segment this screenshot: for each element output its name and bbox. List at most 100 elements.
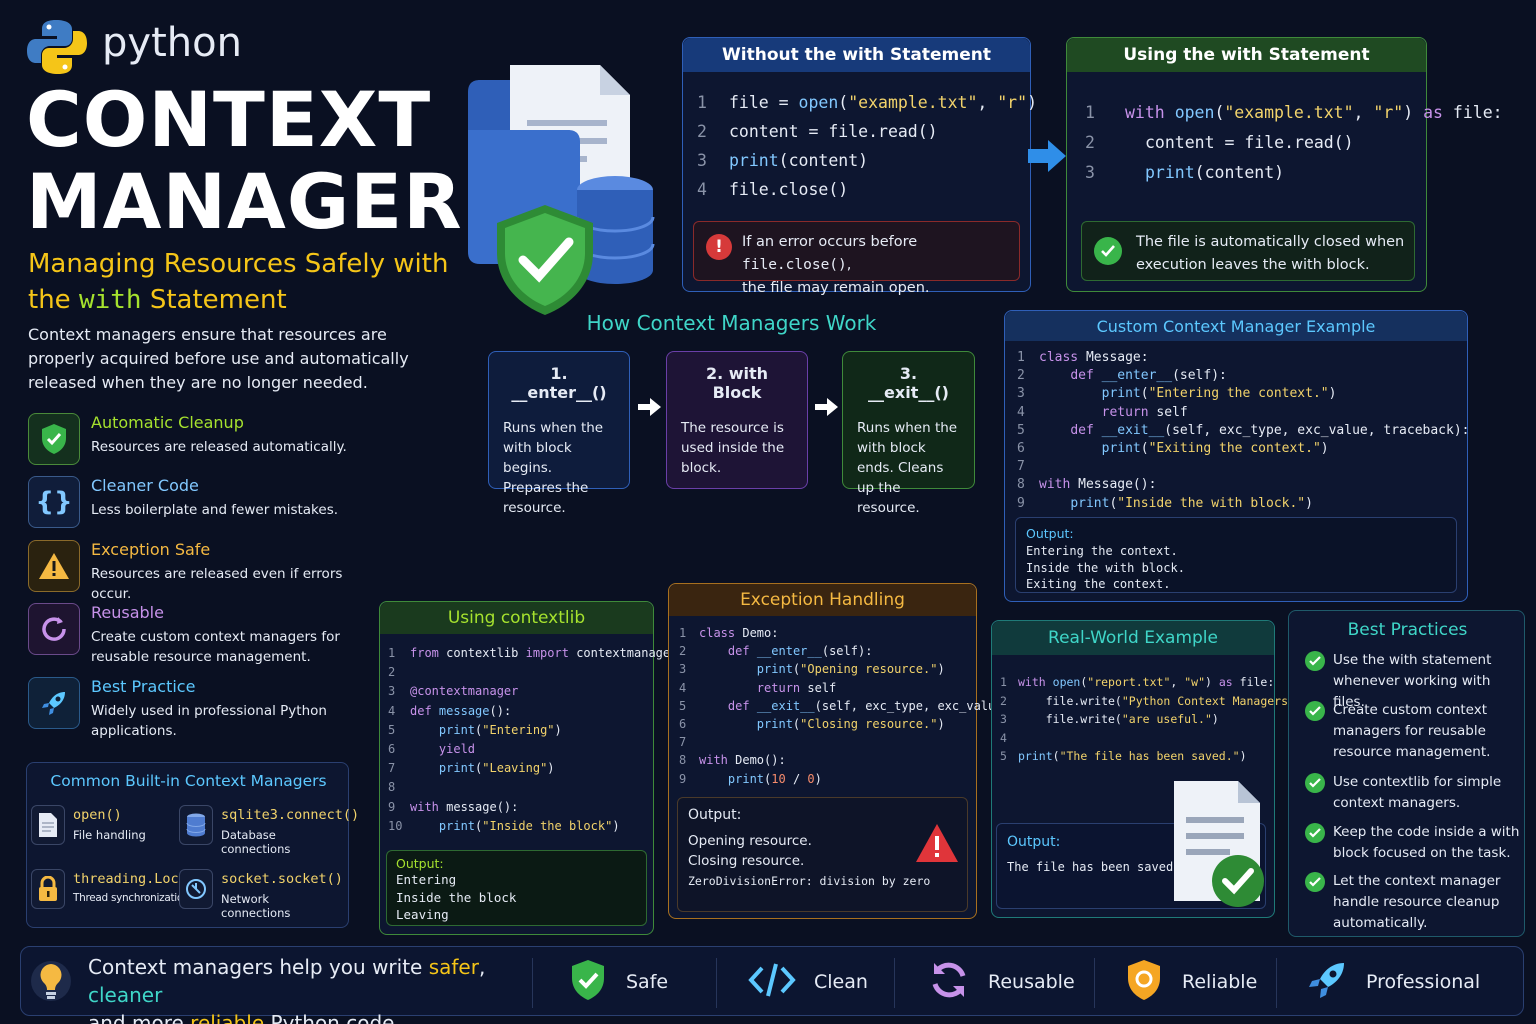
footer-divider <box>894 958 895 1008</box>
builtin-name: open() <box>73 807 122 823</box>
footer-divider <box>1094 958 1095 1008</box>
rocket-icon <box>1306 959 1348 1005</box>
feature-title: Automatic Cleanup <box>91 413 244 432</box>
contextlib-output-box: Output: Entering Inside the block Leavin… <box>386 850 647 926</box>
error-warning-box: ! If an error occurs before file.close()… <box>693 221 1020 296</box>
output-line: Entering the context. <box>1026 544 1178 558</box>
output-line: Inside the block <box>396 889 517 905</box>
success-line2: execution leaves the with block. <box>1136 257 1370 273</box>
plug-icon <box>179 869 213 909</box>
builtin-open: open() File handling <box>31 801 191 851</box>
warning-icon <box>914 822 960 868</box>
builtins-panel: Common Built-in Context Managers open() … <box>26 762 359 928</box>
builtin-desc: Thread synchronization <box>73 892 190 904</box>
rocket-icon <box>28 677 80 729</box>
check-icon <box>1305 773 1325 793</box>
footer-badge-professional: Professional <box>1306 950 1480 1014</box>
check-icon <box>1305 872 1325 892</box>
step-heading: 1. __enter__() <box>511 364 607 402</box>
line-number: 1 <box>697 93 707 112</box>
shield-check-icon <box>568 958 608 1006</box>
output-line: Closing resource. <box>688 853 805 869</box>
check-icon <box>1305 823 1325 843</box>
brand-name: python <box>102 20 242 66</box>
refresh-icon <box>28 603 80 655</box>
success-message: The file is automatically closed when exe… <box>1136 231 1404 277</box>
error-message: If an error occurs before file.close(),t… <box>742 231 1017 300</box>
custom-cm-title: Custom Context Manager Example <box>1005 311 1467 341</box>
footer-badge-label: Safe <box>626 971 669 993</box>
feature-title: Best Practice <box>91 677 196 696</box>
feature-title: Reusable <box>91 603 164 622</box>
output-label: Output: <box>396 856 444 871</box>
success-line1: The file is automatically closed when <box>1136 234 1405 250</box>
lightbulb-icon <box>30 954 72 1008</box>
exception-output-box: Output: Opening resource. Closing resour… <box>677 797 968 912</box>
shield-check-icon <box>28 413 80 465</box>
best-practice-text: Use contextlib for simple context manage… <box>1333 774 1502 811</box>
line-number: 2 <box>1085 133 1095 152</box>
step-heading: 3. __exit__() <box>868 364 949 402</box>
subtitle-post: Statement <box>141 285 287 315</box>
realworld-title: Real-World Example <box>992 621 1274 655</box>
step-exit: 3. __exit__() Runs when the with block e… <box>842 351 975 516</box>
feature-desc: Resources are released even if errors oc… <box>91 566 343 602</box>
footer-badge-clean: Clean <box>748 950 868 1014</box>
python-logo-icon <box>26 18 88 76</box>
footer-badge-label: Reusable <box>988 971 1075 993</box>
line-number: 3 <box>697 151 707 170</box>
feature-cleaner-code: {} Cleaner Code Less boilerplate and few… <box>28 476 358 528</box>
database-icon <box>179 805 213 845</box>
best-practices-title: Best Practices <box>1347 620 1468 640</box>
output-line: Opening resource. <box>688 833 812 849</box>
contextlib-title: Using contextlib <box>380 602 653 634</box>
subtitle-line1: Managing Resources Safely with <box>28 249 449 279</box>
footer-badge-label: Reliable <box>1182 971 1258 993</box>
line-number: 4 <box>697 180 707 199</box>
feature-title: Exception Safe <box>91 540 211 559</box>
best-practices-panel: Best Practices <box>1288 610 1525 937</box>
footer-text: and more <box>88 1011 191 1024</box>
arrow-right-icon <box>813 397 839 421</box>
error-icon: ! <box>706 234 732 260</box>
step-heading: 2. with Block <box>705 364 769 402</box>
line-number: 1 <box>1085 103 1095 122</box>
output-line: Inside the with block. <box>1026 560 1185 575</box>
output-line: Leaving <box>396 907 449 922</box>
best-practice-text: Create custom context managers for reusa… <box>1333 702 1491 760</box>
footer-text: , <box>478 955 486 979</box>
feature-reusable: Reusable Create custom context managers … <box>28 603 358 665</box>
output-label: Output: <box>1007 834 1061 850</box>
error-text-line2: the file may remain open. <box>742 280 930 296</box>
builtin-desc: File handling <box>73 828 146 842</box>
output-line: Exiting the context. <box>1026 577 1171 591</box>
saved-file-icon <box>1170 779 1266 909</box>
arrow-right-icon <box>1026 138 1068 174</box>
builtin-name: threading.Lock() <box>73 871 204 887</box>
error-code: file.close() <box>742 257 847 273</box>
check-icon <box>1305 701 1325 721</box>
footer-divider <box>1276 958 1277 1008</box>
line-number: 3 <box>1085 163 1095 182</box>
using-with-title: Using the with Statement <box>1067 38 1426 72</box>
builtin-desc: Network connections <box>221 892 291 920</box>
how-title: How Context Managers Work <box>586 311 877 335</box>
subtitle-code: with <box>78 285 142 315</box>
check-circle-icon <box>1094 237 1122 265</box>
output-line: ZeroDivisionError: division by zero <box>688 874 931 888</box>
code-icon <box>748 960 796 1004</box>
page-title-line2: MANAGERS <box>26 157 519 246</box>
exception-title: Exception Handling <box>669 584 976 616</box>
feature-desc: Create custom context managers for reusa… <box>91 629 340 665</box>
builtin-threading: threading.Lock() Thread synchronization <box>31 865 204 915</box>
